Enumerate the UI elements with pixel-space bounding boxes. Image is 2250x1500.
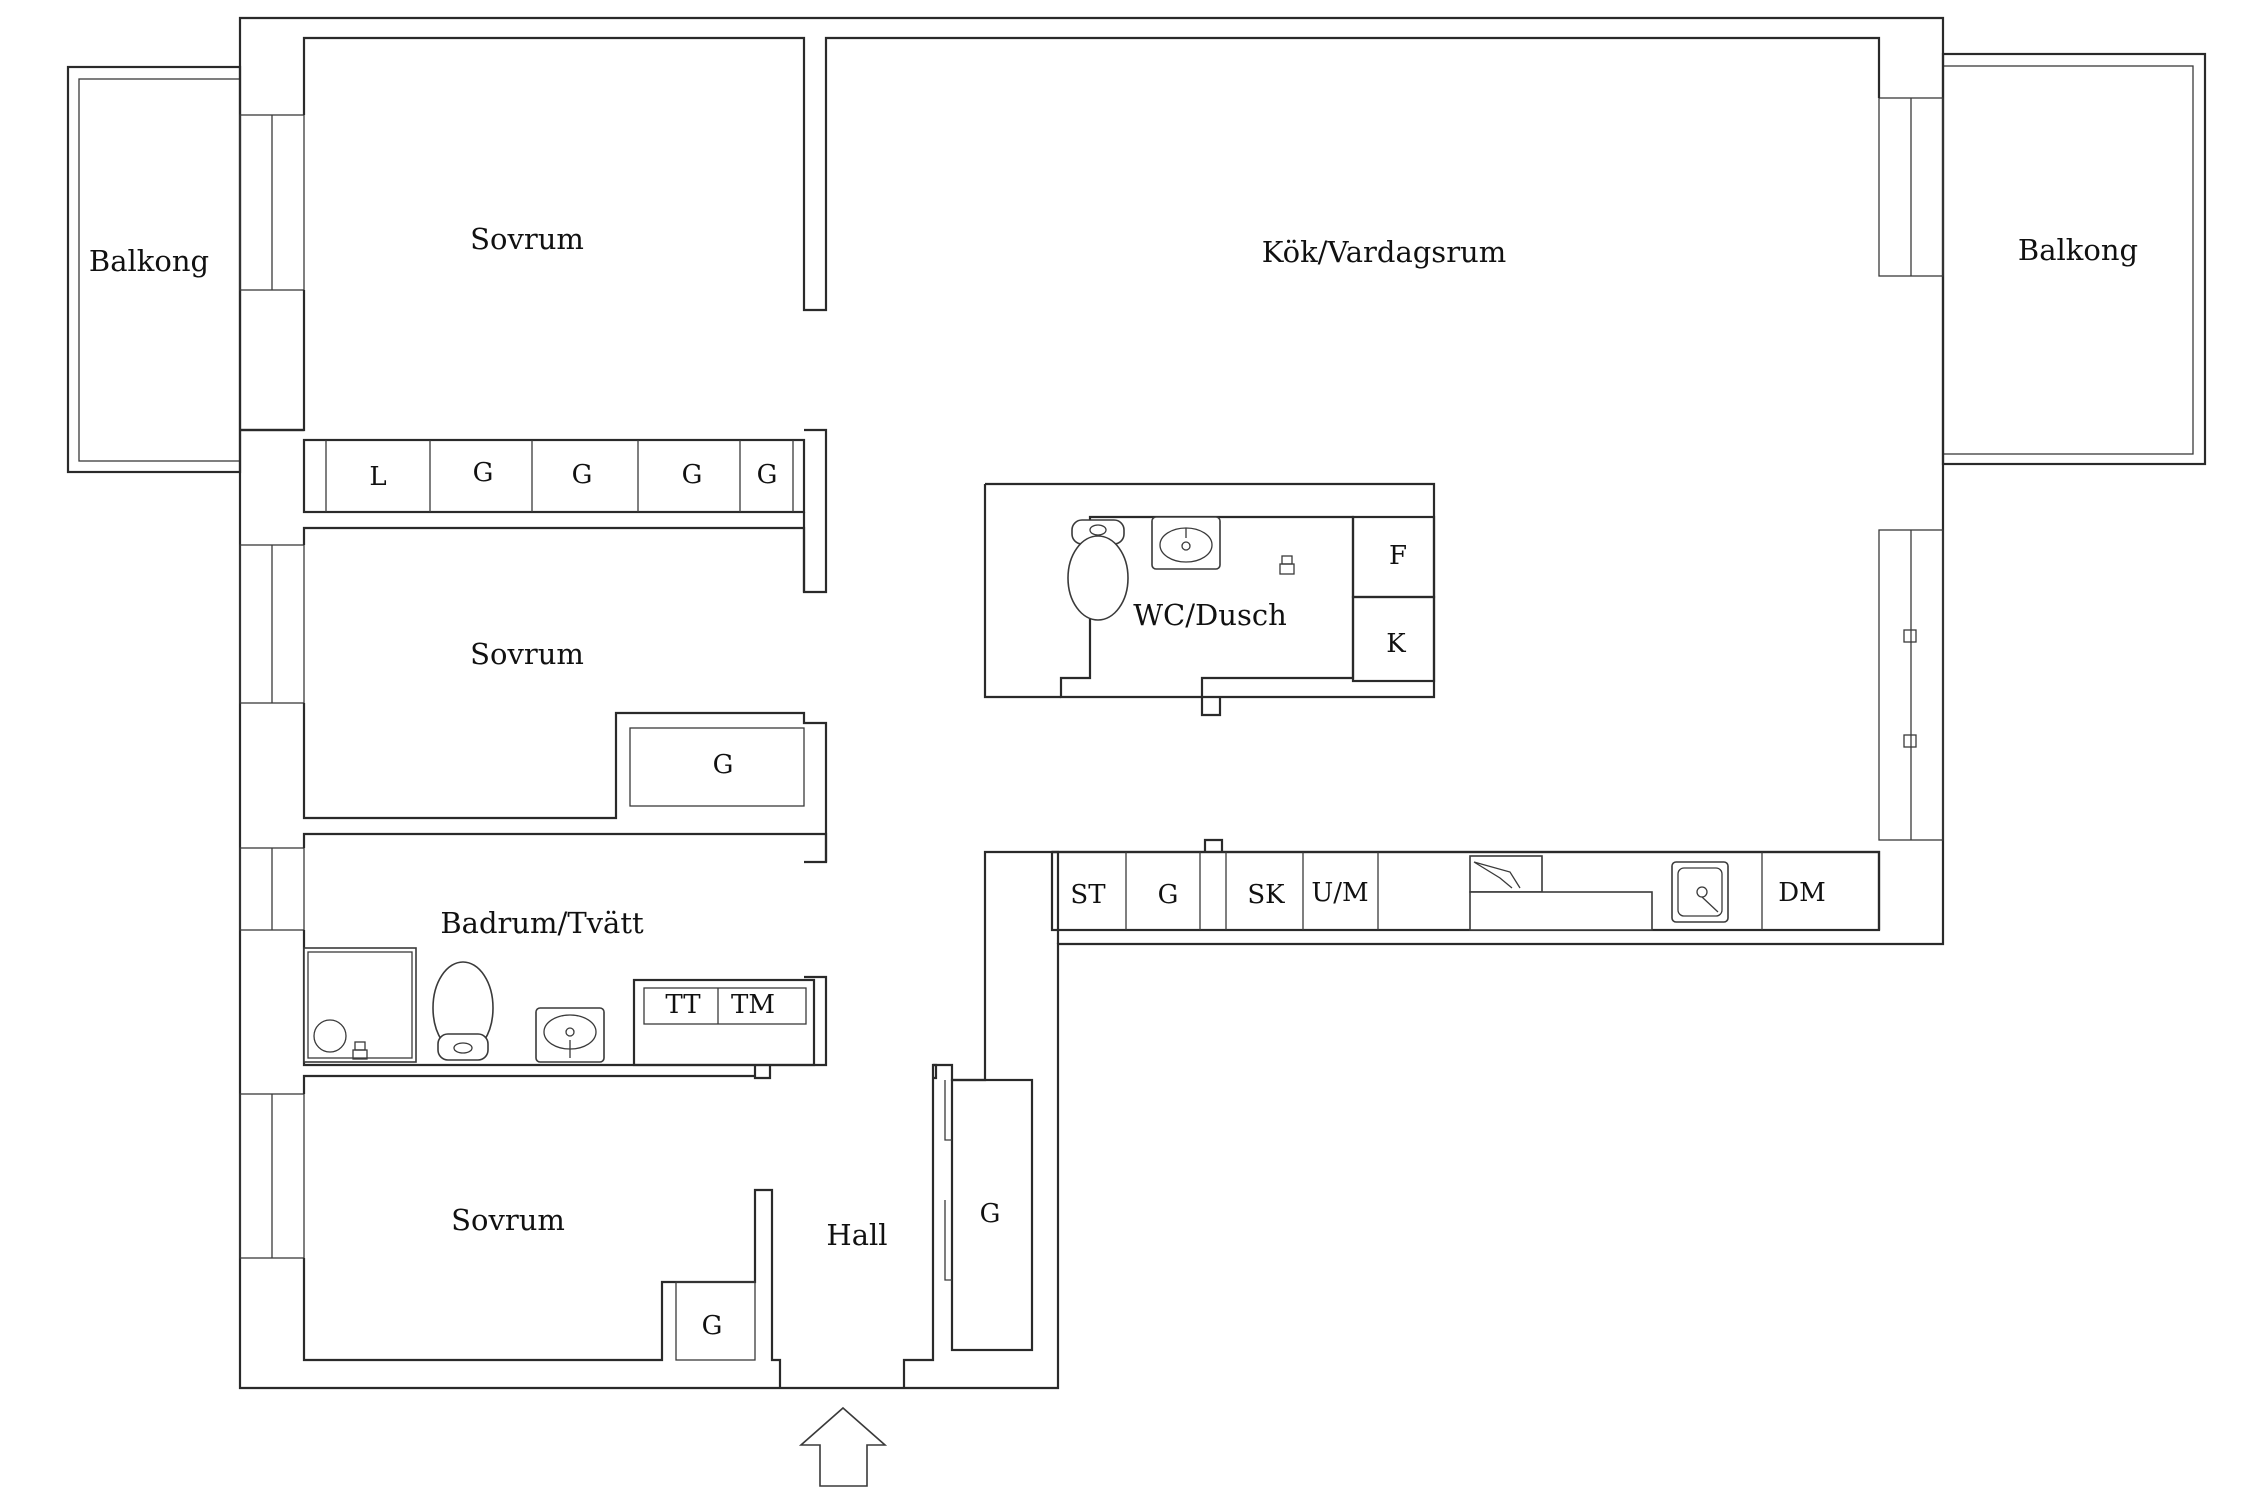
room-label-bathroom-laundry: Badrum/Tvätt [440, 906, 644, 940]
toilet-icon [1067, 519, 1129, 621]
kitchen-sink-icon [1671, 861, 1729, 923]
room-label-bedroom-bottom: Sovrum [451, 1203, 565, 1237]
storage-label-wardrobe: G [980, 1199, 1001, 1229]
storage-label-linen: L [369, 462, 386, 492]
storage-label-st: ST [1070, 880, 1106, 910]
storage-label-wardrobe: G [682, 460, 703, 490]
storage-label-wardrobe: G [572, 460, 593, 490]
storage-label-wardrobe: G [1158, 880, 1179, 910]
room-label-bedroom-middle: Sovrum [470, 637, 584, 671]
storage-label-freezer: F [1389, 541, 1407, 571]
storage-label-dryer: TT [665, 990, 701, 1020]
windows-left [239, 114, 305, 1259]
windows-right [1878, 97, 1944, 841]
room-label-kitchen-living: Kök/Vardagsrum [1262, 235, 1506, 269]
corridor-wardrobe-dividers [325, 440, 794, 512]
storage-label-dishwasher: DM [1778, 878, 1825, 908]
room-label-balcony-right: Balkong [2018, 233, 2138, 267]
storage-label-wardrobe: G [702, 1311, 723, 1341]
storage-label-wardrobe: G [757, 460, 778, 490]
laundry-cabinet [632, 978, 816, 1067]
room-label-hall: Hall [826, 1218, 887, 1252]
storage-label-wardrobe: G [713, 750, 734, 780]
shower-icon [303, 947, 417, 1063]
entrance-arrow-icon [798, 1406, 888, 1487]
storage-label-wardrobe: G [473, 458, 494, 488]
toilet-icon [432, 961, 494, 1061]
room-label-bedroom-top: Sovrum [470, 222, 584, 256]
storage-label-washer: TM [731, 990, 775, 1020]
storage-label-sk: SK [1247, 880, 1285, 910]
shower-icon [1279, 555, 1295, 575]
stove-icon [1469, 855, 1653, 931]
storage-label-fridge: K [1386, 629, 1406, 659]
room-label-balcony-left: Balkong [89, 244, 209, 278]
sink-icon [1151, 516, 1221, 570]
storage-label-microwave: U/M [1311, 878, 1368, 908]
room-label-wc-shower: WC/Dusch [1133, 598, 1287, 632]
sink-icon [535, 1007, 605, 1063]
